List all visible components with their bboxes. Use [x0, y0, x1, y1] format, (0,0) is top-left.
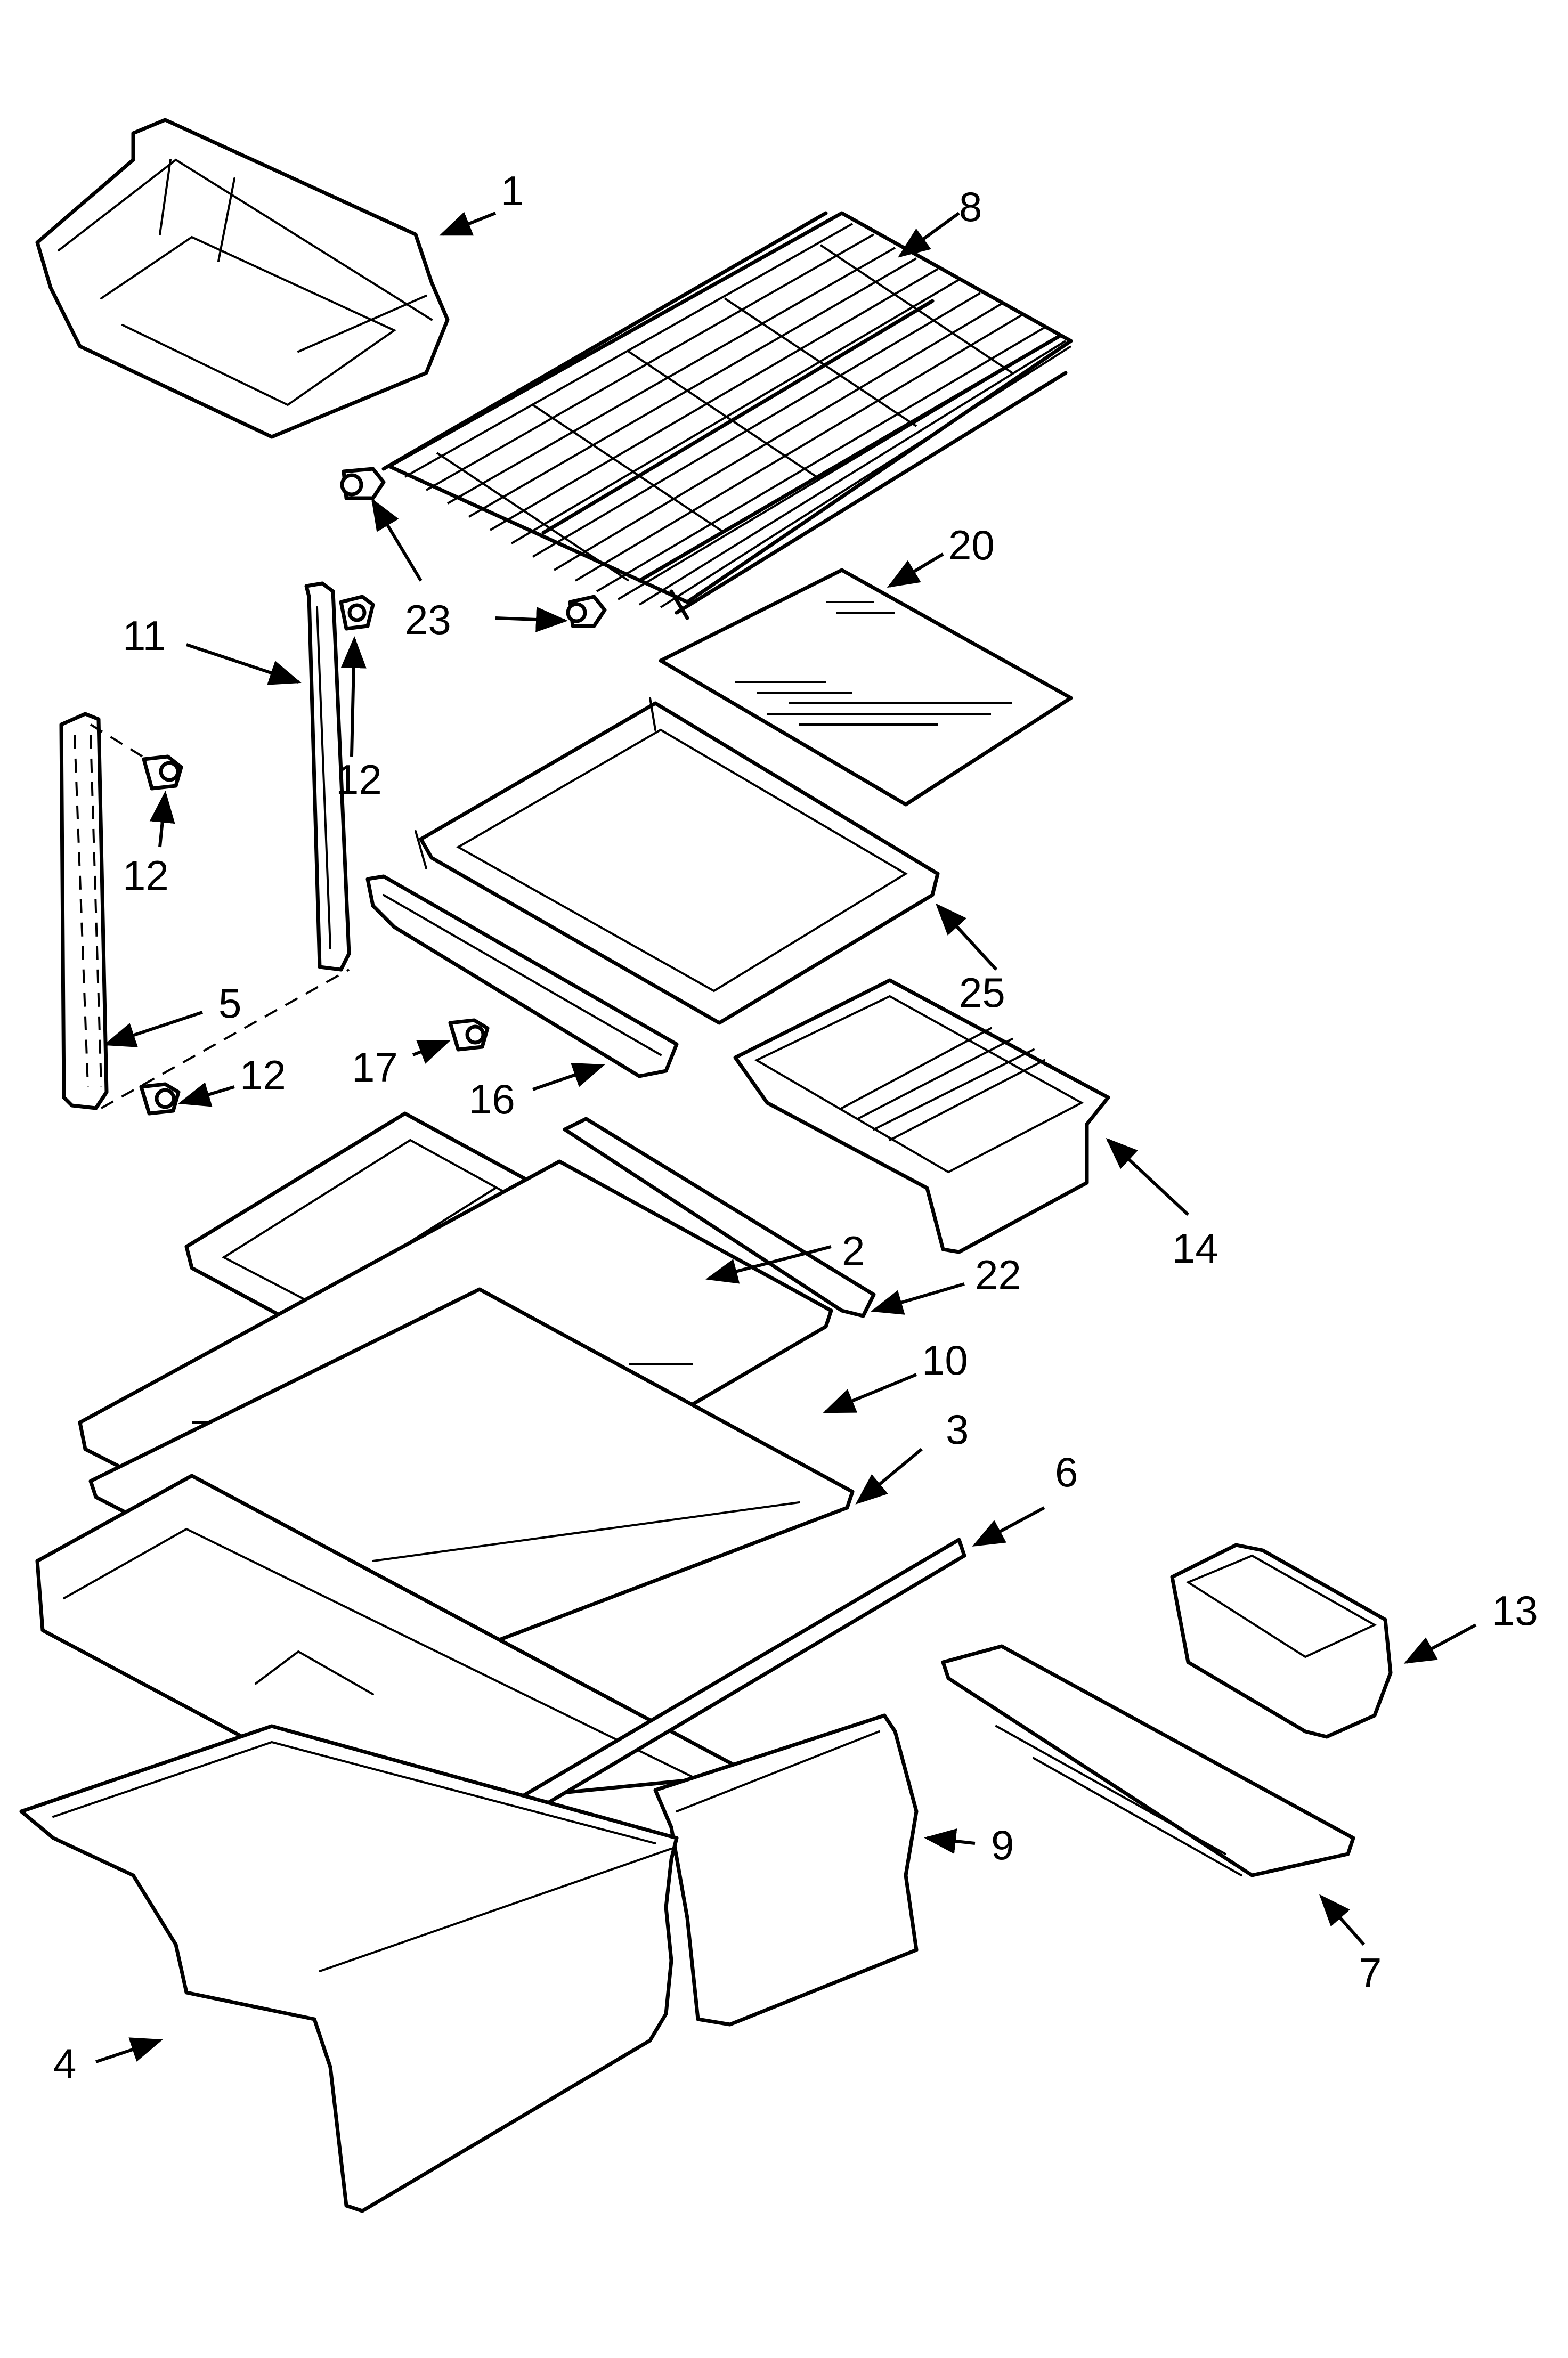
- callout-14: 14: [1172, 1225, 1218, 1272]
- drawer-ribs: [841, 1027, 1045, 1141]
- callout-2: 2: [842, 1227, 865, 1274]
- part-14-drawer: [733, 978, 1110, 1254]
- part-7-drawer-rail: [941, 1644, 1355, 1877]
- callout-6: 6: [1055, 1449, 1078, 1495]
- part-9-drawer: [653, 1713, 919, 2027]
- part-4-drawer: [19, 1724, 679, 2213]
- shelf-wires: [404, 223, 1072, 608]
- callout-23: 23: [405, 596, 451, 643]
- callout-7: 7: [1359, 1949, 1382, 1996]
- callout-9: 9: [991, 1822, 1014, 1868]
- callout-25: 25: [959, 969, 1005, 1016]
- callout-8: 8: [959, 183, 982, 230]
- callout-13: 13: [1492, 1587, 1538, 1634]
- part-11-rail: [304, 581, 351, 972]
- callout-17: 17: [352, 1044, 398, 1091]
- callout-11: 11: [123, 612, 166, 659]
- leader-lines: [95, 212, 1477, 2063]
- callout-4: 4: [53, 2040, 76, 2087]
- callout-10: 10: [922, 1337, 968, 1384]
- part-12-screw-middle: [142, 754, 183, 791]
- callout-12-upper: 12: [336, 756, 382, 803]
- callout-16: 16: [469, 1076, 515, 1123]
- part-12-screw-upper: [339, 595, 375, 631]
- callout-5: 5: [218, 980, 241, 1027]
- rail-alignment-lines: [90, 723, 350, 1109]
- glass-glare-marks: [735, 601, 1012, 726]
- part-5-rail: [59, 712, 109, 1110]
- part-13-dairy-bin: [1170, 1543, 1393, 1739]
- callout-3: 3: [946, 1406, 969, 1453]
- callout-12-middle: 12: [123, 852, 169, 899]
- callout-12-lower: 12: [240, 1052, 286, 1099]
- part-22-shelf-frame: [563, 1117, 876, 1318]
- callout-22: 22: [975, 1251, 1021, 1298]
- part-8-wire-shelf: [381, 211, 1073, 620]
- callout-20: 20: [948, 522, 995, 568]
- part-17-screw: [448, 1018, 490, 1052]
- part-20-glass-panel: [659, 568, 1073, 807]
- callout-1: 1: [501, 167, 524, 214]
- part-25-crisper-frame: [415, 697, 940, 1025]
- part-23-studs: [340, 467, 607, 628]
- part-1-bin: [35, 118, 450, 439]
- callout-labels: 1 2 3 4 5 6 7 8 9 10 11 12 12 12 13 14 1…: [53, 167, 1538, 2087]
- part-12-screw-lower: [139, 1082, 181, 1116]
- part-16-bracket: [365, 874, 679, 1078]
